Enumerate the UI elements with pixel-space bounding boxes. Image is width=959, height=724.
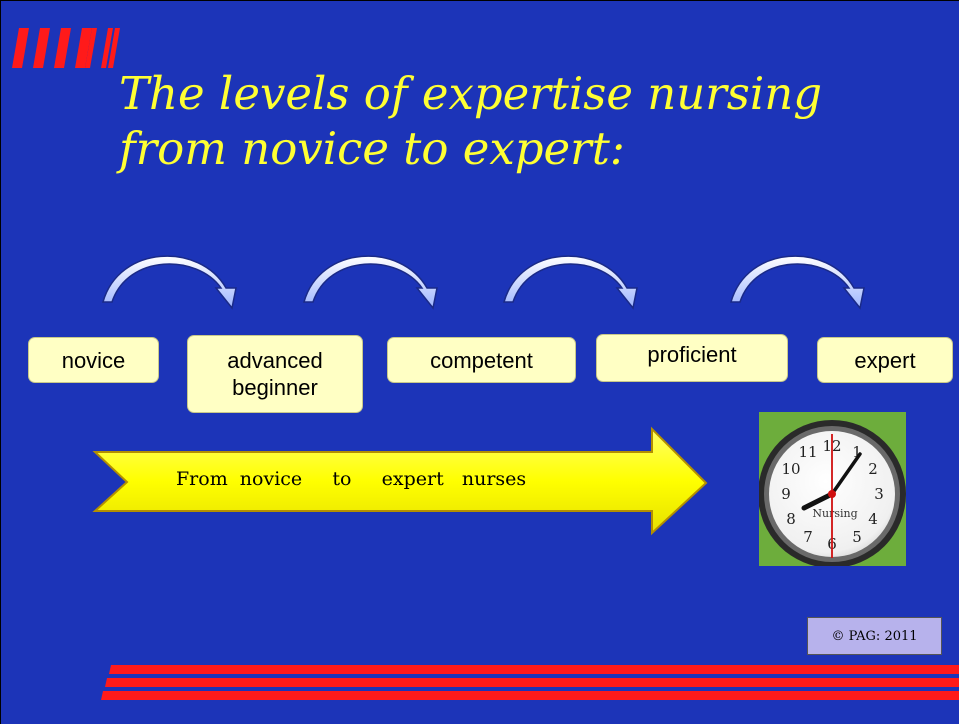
title-line-1: The levels of expertise nursing xyxy=(119,67,823,120)
clock-minute-hand xyxy=(830,452,862,496)
curved-arrow-icon xyxy=(102,255,237,310)
stage-label: novice xyxy=(61,347,126,373)
copyright-label: © PAG: 2011 xyxy=(807,617,942,655)
clock-number: 1 xyxy=(852,443,862,461)
curved-arrow-icon xyxy=(503,255,638,310)
stage-label: expert xyxy=(854,347,916,373)
progression-arrows xyxy=(102,255,865,310)
clock-number: 4 xyxy=(868,510,878,528)
stage-label-line-2: beginner xyxy=(232,375,318,400)
banner-text: From novice to expert nurses xyxy=(176,468,527,490)
stage-novice: novice xyxy=(28,337,159,383)
stage-label-line-1: advanced xyxy=(227,348,323,373)
clock-number: 11 xyxy=(798,443,817,461)
stage-proficient: proficient xyxy=(596,334,788,382)
clock-number: 5 xyxy=(852,528,862,546)
clock-number: 3 xyxy=(874,485,884,503)
clock-number: 7 xyxy=(803,528,813,546)
clock-icon: 12 1 2 3 4 5 6 7 8 9 10 11 Nursing xyxy=(759,412,906,566)
title-bullet-icon xyxy=(12,28,120,68)
stage-advanced-beginner: advanced beginner xyxy=(187,335,363,413)
clock-label: Nursing xyxy=(812,507,857,520)
stage-label: competent xyxy=(430,347,533,373)
clock-number: 2 xyxy=(868,460,878,478)
curved-arrow-icon xyxy=(730,255,865,310)
stage-competent: competent xyxy=(387,337,576,383)
clock-hour-hand xyxy=(801,491,835,511)
stage-label: advanced beginner xyxy=(227,347,322,401)
clock-number: 9 xyxy=(781,485,791,503)
stage-label: proficient xyxy=(647,342,737,367)
curved-arrow-icon xyxy=(303,255,438,310)
slide-title: The levels of expertise nursing from nov… xyxy=(119,66,899,176)
clock-number: 8 xyxy=(786,510,796,528)
clock-number: 10 xyxy=(781,460,800,478)
stage-expert: expert xyxy=(817,337,953,383)
title-line-2: from novice to expert: xyxy=(119,122,625,175)
